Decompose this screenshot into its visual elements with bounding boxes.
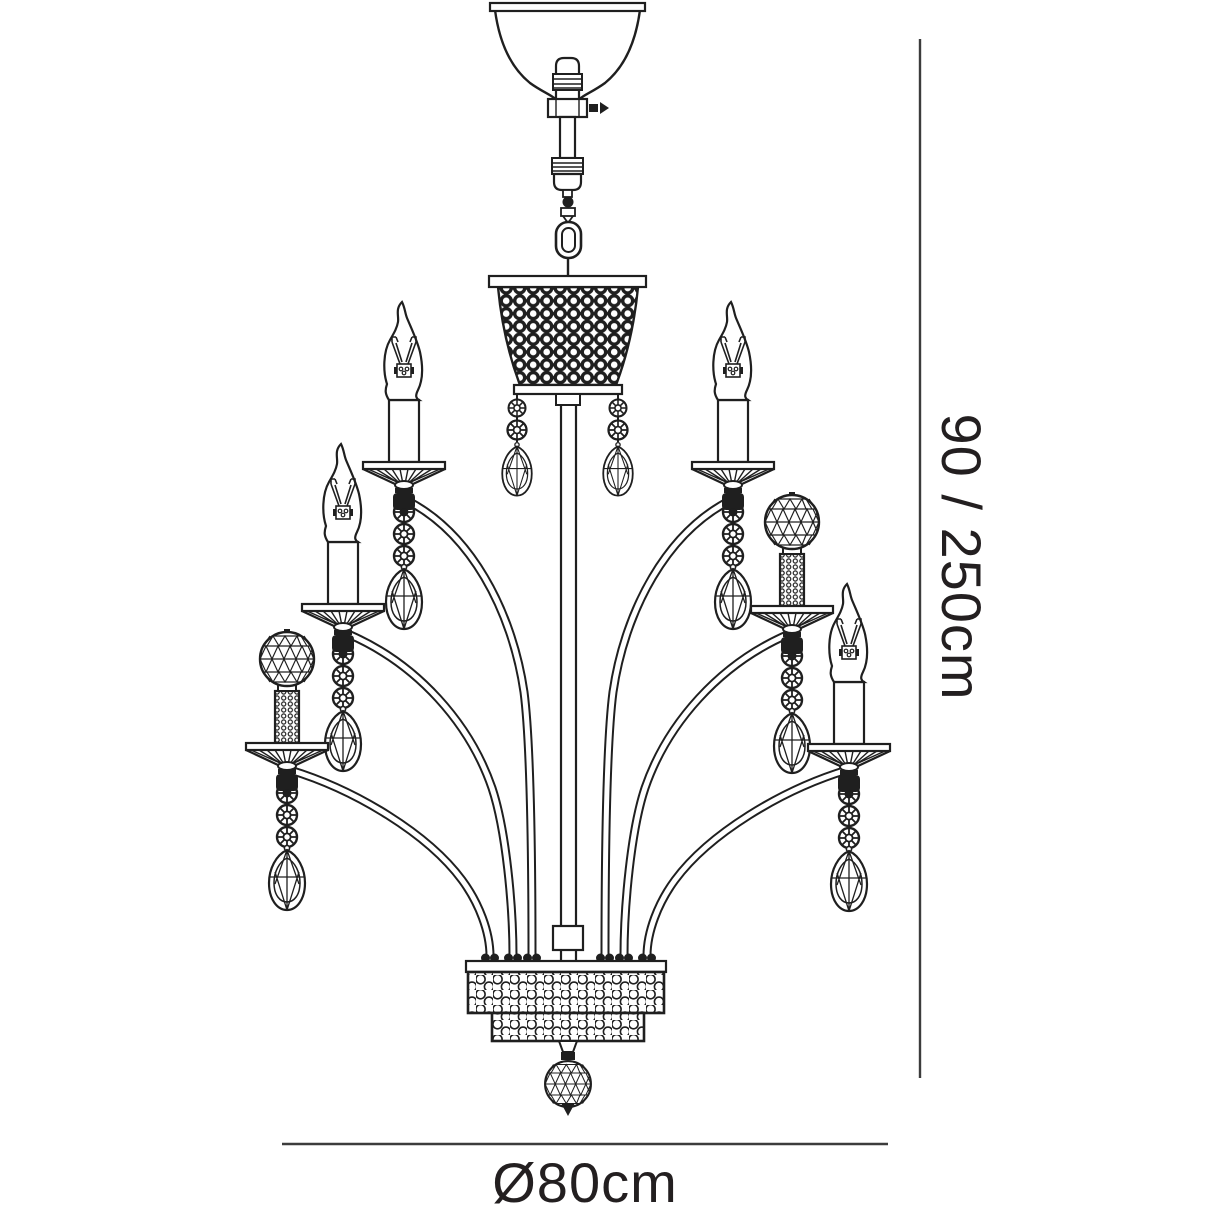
- side-screw: [589, 102, 609, 114]
- suspension-rod: [558, 115, 577, 160]
- finial-ball-drop: [544, 1040, 592, 1116]
- central-column: [559, 391, 578, 965]
- candle-upper-left: [383, 300, 424, 464]
- bobeche-upper-left: [361, 460, 447, 517]
- honeycomb-band-narrow: [490, 1011, 646, 1043]
- crown-drop-right: [603, 394, 633, 496]
- crystal-ball-ornament-lower-left: [260, 629, 314, 743]
- bottom-crystal-bands: [464, 924, 668, 1043]
- arm-lower-right: [642, 765, 849, 957]
- crystal-ball-ornament-mid-right: [765, 492, 819, 606]
- arm-upper-right: [600, 495, 734, 957]
- crown-bead-basket: [487, 274, 648, 496]
- diameter-dimension: Ø80cm: [282, 1142, 888, 1214]
- chain-link: [554, 220, 583, 260]
- height-dimension: 90 / 250cm: [918, 39, 993, 1078]
- bead-chain-lower-right: [831, 784, 867, 911]
- bead-chain-upper-right: [715, 502, 751, 629]
- bead-chain-mid-left: [325, 644, 361, 771]
- canopy-lip: [488, 1, 647, 13]
- honeycomb-band-wide: [466, 970, 666, 1015]
- candle-upper-right: [712, 300, 753, 464]
- diameter-dimension-label: Ø80cm: [492, 1151, 678, 1214]
- arms: [288, 495, 849, 963]
- arm-upper-left: [403, 495, 537, 957]
- arm-mid-right: [619, 629, 791, 957]
- arm-mid-left: [346, 629, 518, 957]
- bobeche-lower-right: [806, 742, 892, 799]
- ceiling-canopy-assembly: [488, 1, 647, 276]
- bead-chain-lower-left: [269, 783, 305, 910]
- candle-lower-right: [828, 582, 869, 746]
- bobeche-upper-right: [690, 460, 776, 517]
- height-dimension-label: 90 / 250cm: [930, 413, 993, 700]
- bobeche-lower-left: [244, 741, 330, 798]
- crown-drop-left: [502, 394, 532, 496]
- arm-lower-left: [288, 765, 495, 957]
- bottom-plate: [464, 959, 668, 974]
- bead-chain-mid-right: [774, 646, 810, 773]
- swivel-connector: [560, 189, 576, 225]
- bead-chain-upper-left: [386, 502, 422, 629]
- candle-mid-left: [322, 442, 363, 606]
- column-collar: [551, 924, 585, 952]
